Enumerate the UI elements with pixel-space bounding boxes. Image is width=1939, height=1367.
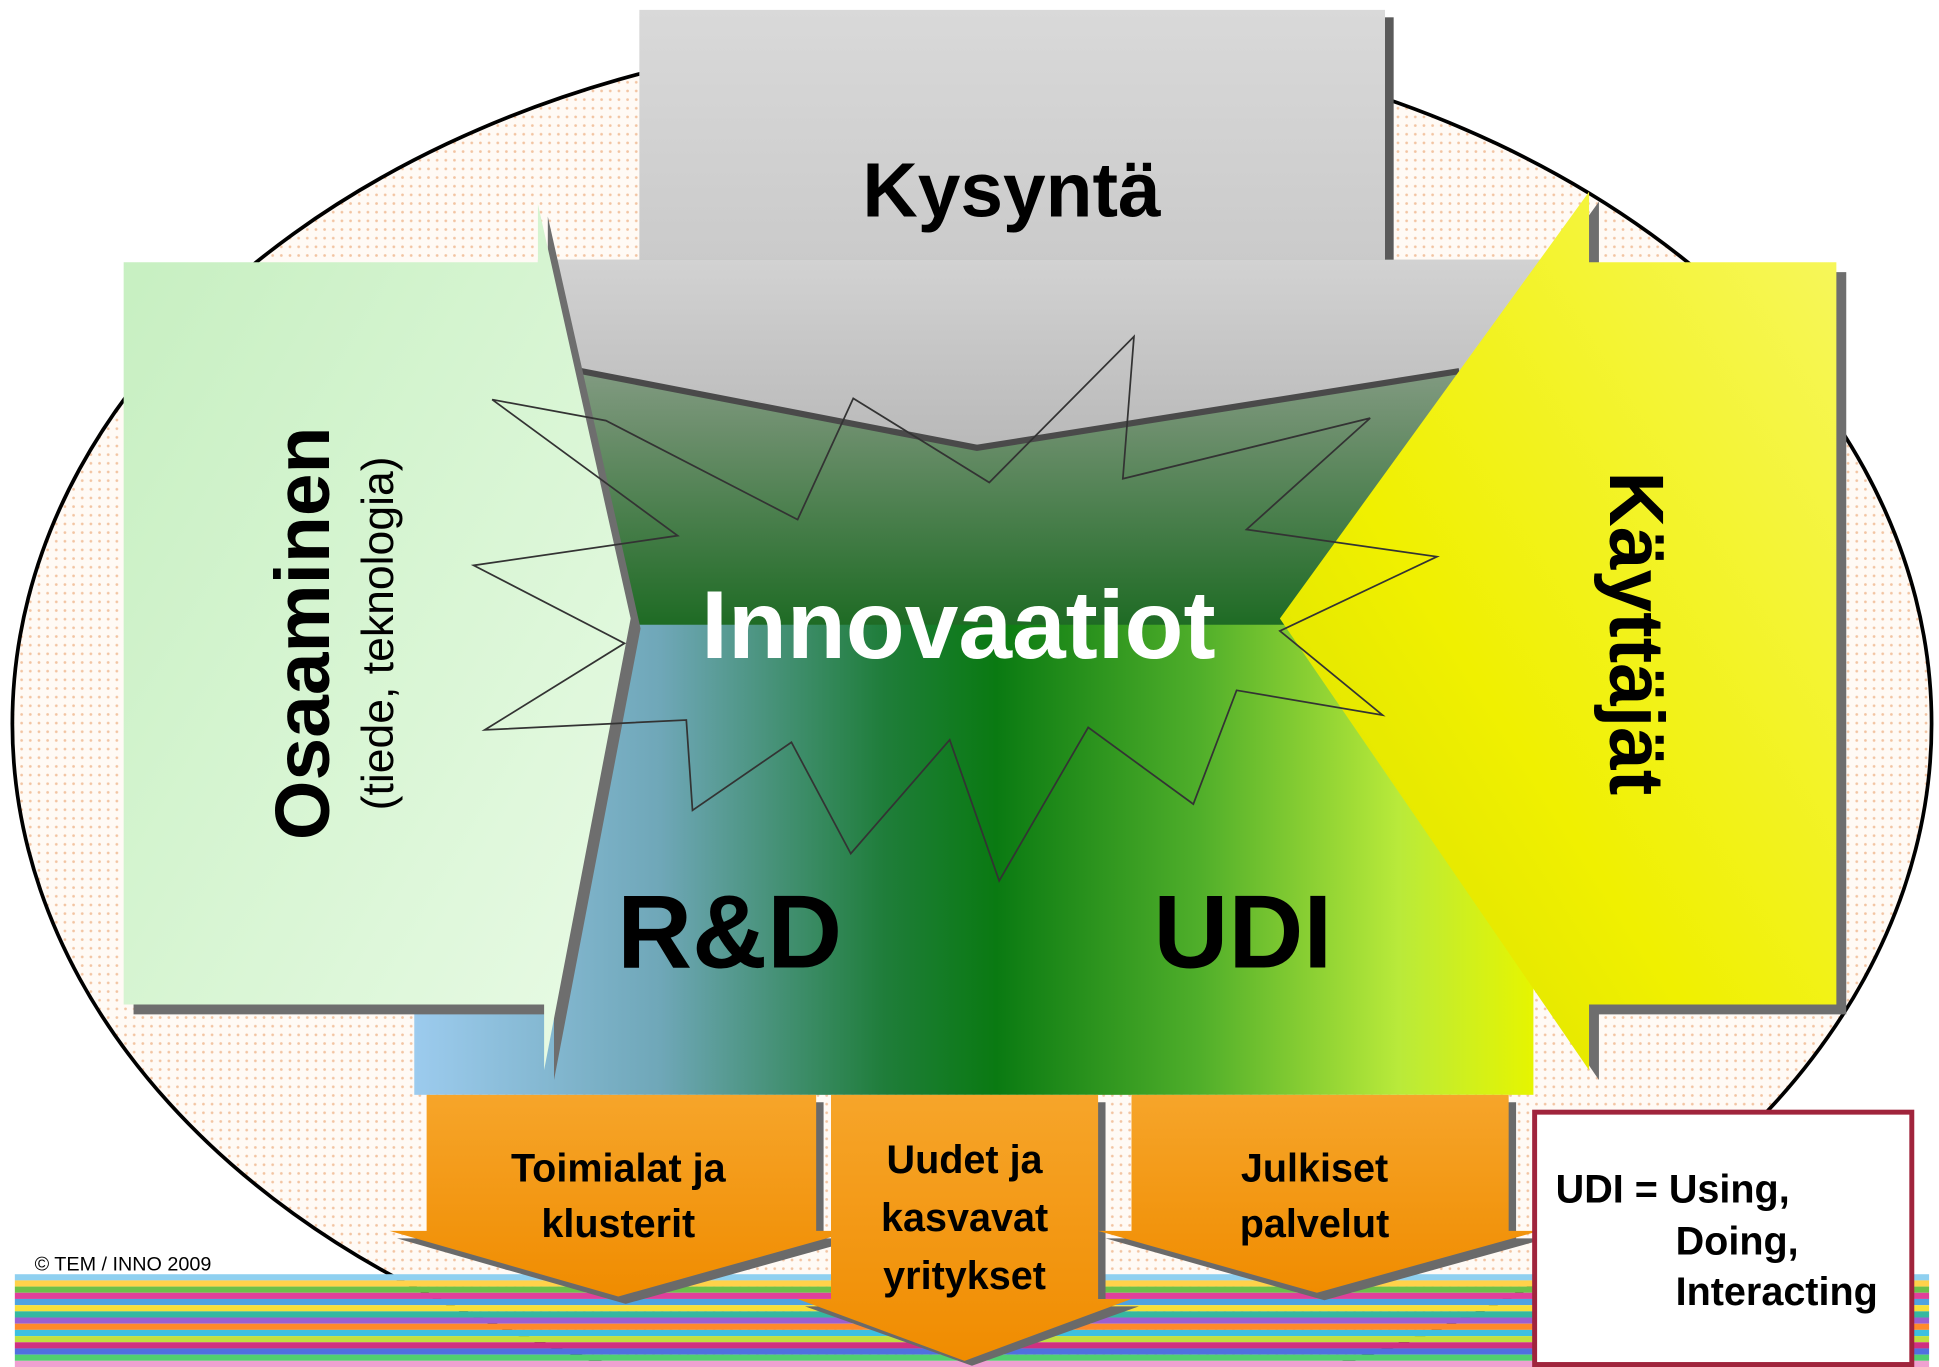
- legend-line: UDI = Using,: [1556, 1167, 1790, 1211]
- output-label-line: Julkiset: [1241, 1146, 1388, 1190]
- legend-line: Doing,: [1676, 1219, 1799, 1263]
- udi-label: UDI: [1153, 874, 1332, 990]
- innovation-starburst: [470, 334, 1440, 883]
- output-arrow-industries: Toimialat ja klusterit: [389, 1094, 861, 1304]
- output-label-line: kasvavat: [881, 1196, 1048, 1240]
- innovation-label: Innovaatiot: [701, 572, 1215, 679]
- knowledge-sublabel: (tiede, teknologia): [354, 456, 403, 810]
- output-label-line: palvelut: [1240, 1202, 1389, 1246]
- output-arrow-public-services: Julkiset palvelut: [1098, 1094, 1547, 1301]
- demand-arrow-head: [537, 259, 1590, 448]
- copyright-text: © TEM / INNO 2009: [35, 1254, 212, 1276]
- legend-line: Interacting: [1676, 1270, 1878, 1314]
- demand-arrow-edge: [580, 368, 1460, 451]
- output-label-line: Toimialat ja: [511, 1146, 727, 1190]
- demand-label: Kysyntä: [862, 148, 1161, 233]
- output-label-line: klusterit: [541, 1202, 695, 1246]
- legend-box: [1532, 1109, 1915, 1367]
- udi-legend: UDI = Using, Doing, Interacting: [1532, 1109, 1915, 1367]
- output-label-line: Uudet ja: [887, 1138, 1044, 1182]
- knowledge-label: Osaaminen: [261, 427, 346, 840]
- rd-label: R&D: [617, 874, 842, 990]
- output-arrow-growth-companies: Uudet ja kasvavat yritykset: [797, 1094, 1139, 1366]
- knowledge-arrow: Osaaminen (tiede, teknologia): [123, 204, 641, 1080]
- users-label: Käyttäjät: [1593, 471, 1678, 795]
- users-arrow: Käyttäjät: [1279, 191, 1847, 1080]
- output-label-line: yritykset: [883, 1254, 1046, 1298]
